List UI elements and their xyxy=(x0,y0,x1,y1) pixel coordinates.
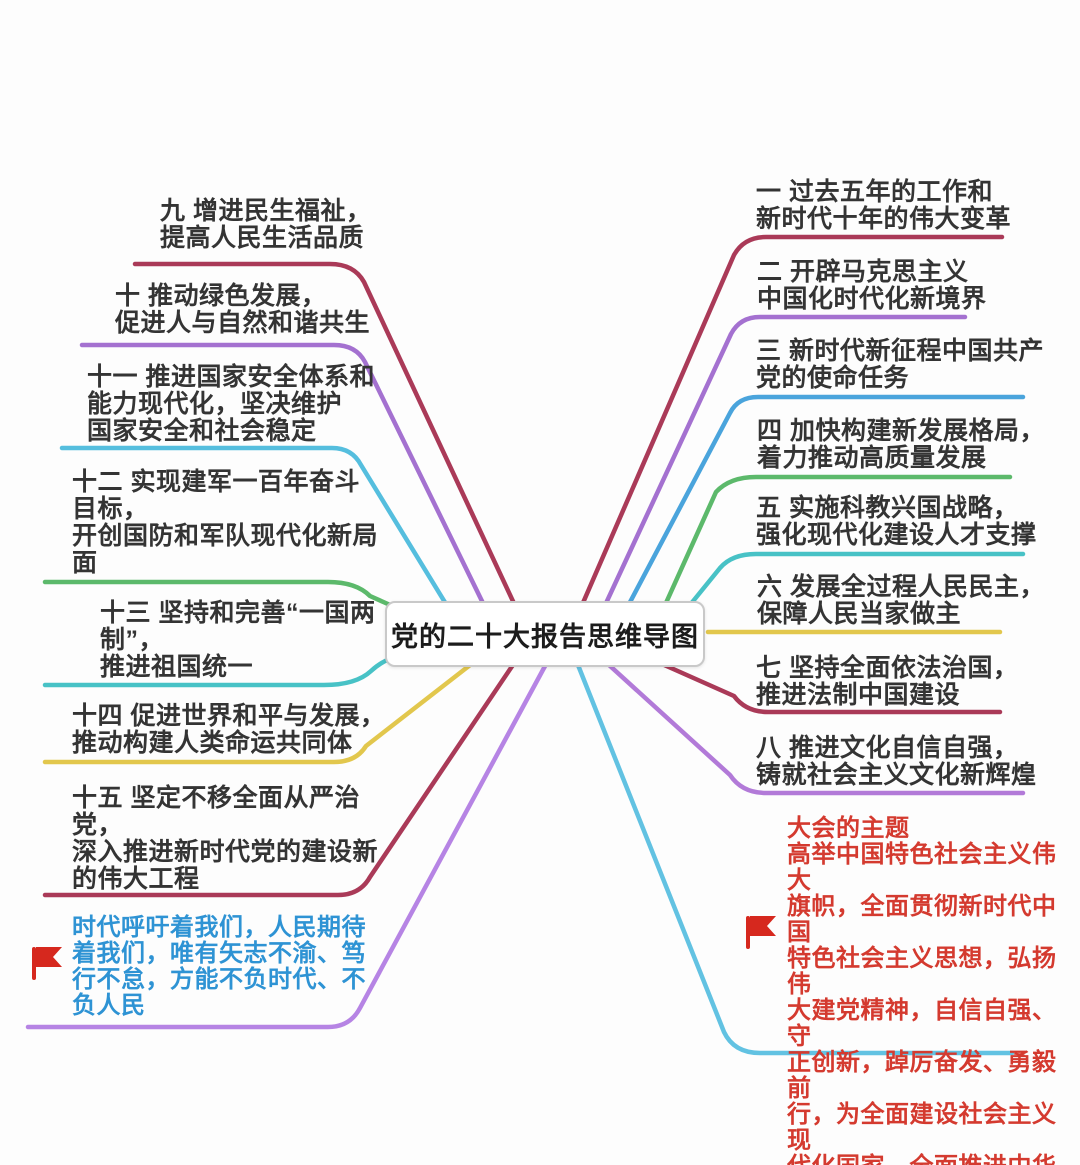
branch-line-fourteen xyxy=(42,645,495,765)
topic-eleven[interactable]: 十一 推进国家安全体系和 能力现代化，坚决维护 国家安全和社会稳定 xyxy=(87,363,375,445)
branch-line-eleven xyxy=(59,445,471,643)
topic-five[interactable]: 五 实施科教兴国战略， 强化现代化建设人才支撑 xyxy=(756,494,1037,549)
topic-twelve[interactable]: 十二 实现建军一百年奋斗 目标， 开创国防和军队现代化新局 面 xyxy=(72,468,379,577)
topic-three[interactable]: 三 新时代新征程中国共产 党的使命任务 xyxy=(756,337,1044,392)
topic-six[interactable]: 六 发展全过程人民民主， 保障人民当家做主 xyxy=(757,573,1045,628)
branch-line-four xyxy=(649,474,1013,637)
branch-line-seven xyxy=(641,653,1003,715)
branch-line-ten xyxy=(79,342,505,645)
branch-line-right-theme xyxy=(573,657,1015,1056)
topic-eight[interactable]: 八 推进文化自信自强， 铸就社会主义文化新辉煌 xyxy=(756,734,1037,789)
branch-line-twelve xyxy=(42,579,458,637)
branch-line-left-quote xyxy=(25,652,554,1030)
topic-nine[interactable]: 九 增进民生福祉， 提高人民生活品质 xyxy=(160,197,372,252)
topic-fifteen[interactable]: 十五 坚定不移全面从严治 党， 深入推进新时代党的建设新 的伟大工程 xyxy=(72,784,379,893)
branch-line-three xyxy=(607,394,1026,643)
branch-line-five xyxy=(665,551,1026,635)
red-flag-icon xyxy=(32,947,62,980)
branch-line-one xyxy=(563,234,1005,645)
topic-seven[interactable]: 七 坚持全面依法治国， 推进法制中国建设 xyxy=(756,654,1019,709)
branch-line-nine xyxy=(132,261,535,645)
topic-ten[interactable]: 十 推动绿色发展， 促进人与自然和谐共生 xyxy=(115,282,371,337)
topic-four[interactable]: 四 加快构建新发展格局， 着力推动高质量发展 xyxy=(757,417,1045,472)
topic-two[interactable]: 二 开辟马克思主义 中国化时代化新境界 xyxy=(757,258,987,313)
topic-fourteen[interactable]: 十四 促进世界和平与发展， 推动构建人类命运共同体 xyxy=(72,702,386,757)
topic-one[interactable]: 一 过去五年的工作和 新时代十年的伟大变革 xyxy=(756,178,1012,233)
topic-left-quote[interactable]: 时代呼吁着我们，人民期待 着我们，唯有矢志不渝、笃 行不怠，方能不负时代、不 负… xyxy=(72,914,366,1019)
topic-right-theme[interactable]: 大会的主题 高举中国特色社会主义伟大 旗帜，全面贯彻新时代中国 特色社会主义思想… xyxy=(787,815,1057,1165)
red-flag-icon xyxy=(746,916,776,949)
branch-line-eight xyxy=(595,652,1026,796)
branch-line-fifteen xyxy=(42,647,526,898)
central-topic[interactable]: 党的二十大报告思维导图 xyxy=(385,601,705,667)
branch-line-two xyxy=(585,314,968,645)
topic-thirteen[interactable]: 十三 坚持和完善“一国两 制”， 推进祖国统一 xyxy=(100,599,376,681)
